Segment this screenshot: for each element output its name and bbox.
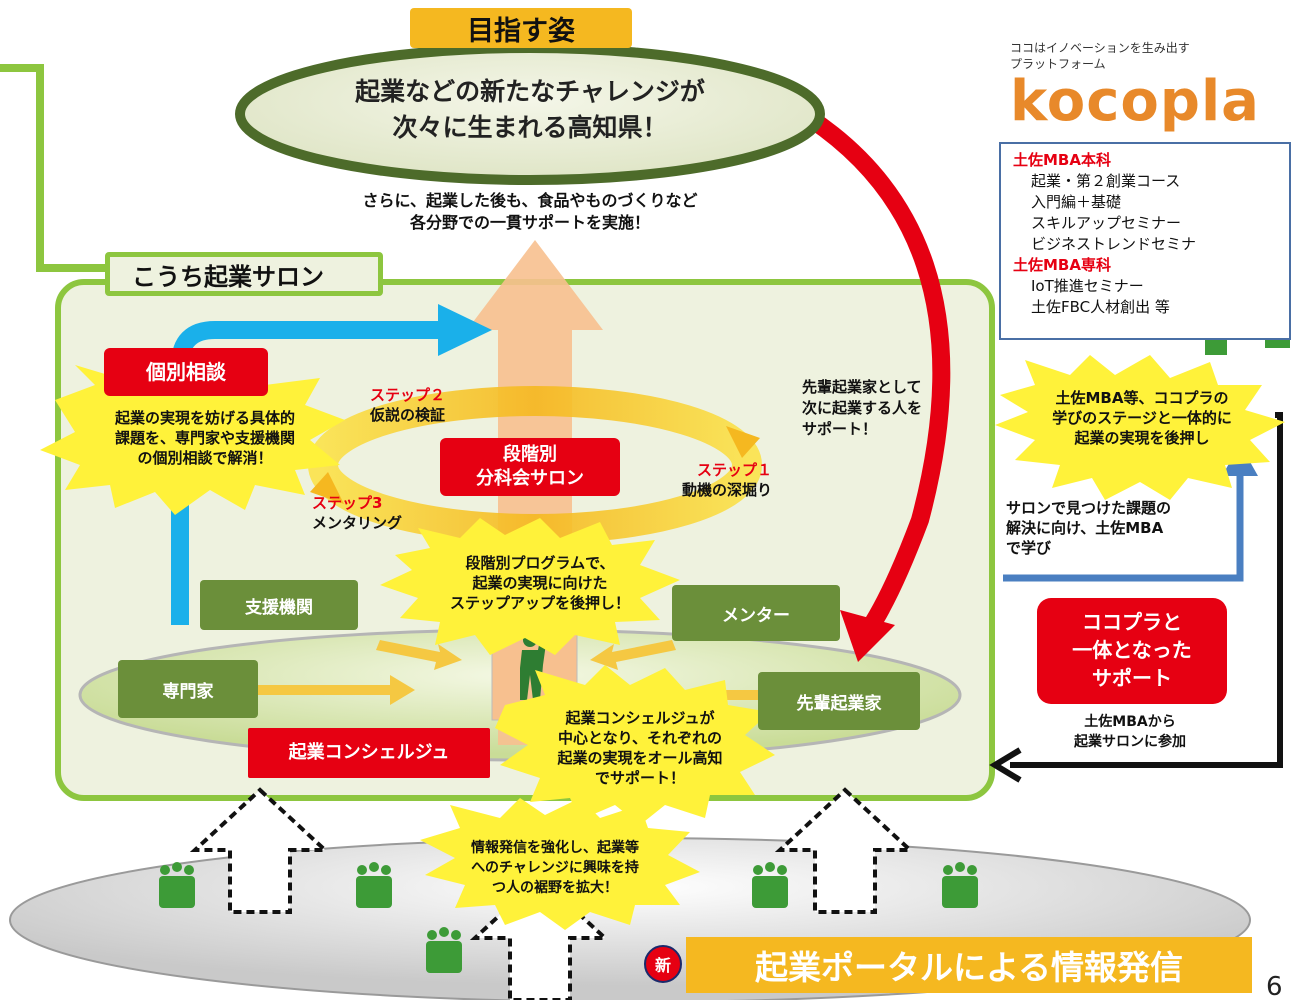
goal-label: 目指す姿 <box>410 8 632 48</box>
black-arrow-head <box>989 747 1022 783</box>
program-burst-text: 段階別プログラムで、 起業の実現に向けた ステップアップを後押し！ <box>449 554 630 612</box>
step2: ステップ２ 仮説の検証 <box>370 386 446 424</box>
kojin-box: 個別相談 <box>104 348 268 396</box>
ring-arrow-2 <box>310 472 344 504</box>
burst-right <box>995 355 1285 500</box>
black-arrow <box>1010 412 1283 768</box>
mba-to-salon-text: 土佐MBAから 起業サロンに参加 <box>1074 714 1186 750</box>
integrated-box: ココプラと 一体となった サポート <box>1037 598 1227 704</box>
burst-program <box>380 518 680 655</box>
portal-banner: 起業ポータルによる情報発信 <box>686 937 1252 993</box>
people-groups <box>159 862 978 973</box>
info-burst-text: 情報発信を強化し、起業等 へのチャレンジに興味を持 つ人の裾野を拡大！ <box>471 840 639 896</box>
senpai-note: 先輩起業家として 次に起業する人を サポート！ <box>802 378 923 438</box>
senpai-box: 先輩起業家 <box>758 672 920 730</box>
red-arrow-head <box>840 610 895 662</box>
ring-arrow-1 <box>726 426 760 458</box>
step1: ステップ１ 動機の深堀り <box>681 461 772 499</box>
red-curve-arrow <box>775 92 951 641</box>
kocopla-logo: ココはイノベーションを生み出す プラットフォーム kocopla <box>1010 41 1260 134</box>
followup-text: さらに、起業した後も、食品やものづくりなど 各分野での一貫サポートを実施！ <box>362 191 698 232</box>
bursts <box>40 355 1285 930</box>
concierge-box: 起業コンシェルジュ <box>248 728 490 778</box>
concierge-burst-text: 起業コンシェルジュが 中心となり、それぞれの 起業の実現をオール高知 でサポート… <box>557 709 723 787</box>
blue-arrow-head <box>438 304 492 356</box>
mentor-box: メンター <box>672 585 840 641</box>
step3: ステップ3 メンタリング <box>312 494 403 532</box>
burst-concierge <box>495 665 775 825</box>
goal-text: 起業などの新たなチャレンジが 次々に生まれる高知県！ <box>355 77 705 142</box>
salon-to-mba-text: サロンで見つけた課題の 解決に向け、土佐MBA で学び <box>1006 499 1172 557</box>
kocopla-course-list: 土佐MBA本科 起業・第２創業コース 入門編＋基礎 スキルアップセミナー ビジネ… <box>999 142 1291 340</box>
salon-title: こうち起業サロン <box>105 252 383 296</box>
kojin-burst-text: 起業の実現を妨げる具体的 課題を、専門家や支援機関 の個別相談で解消！ <box>114 409 295 467</box>
new-badge: 新 <box>644 945 682 983</box>
senmon-box: 専門家 <box>118 660 258 718</box>
lime-connector <box>0 64 105 272</box>
bunkakai-box: 段階別 分科会サロン <box>440 438 620 496</box>
shien-box: 支援機関 <box>200 580 358 630</box>
goal-ellipse <box>235 43 825 185</box>
page-number: 6 <box>1266 972 1283 1002</box>
burst-info <box>420 798 700 930</box>
blue-l-arrow <box>1003 470 1244 582</box>
right-burst-text: 土佐MBA等、ココプラの 学びのステージと一体的に 起業の実現を後押し <box>1052 389 1232 447</box>
